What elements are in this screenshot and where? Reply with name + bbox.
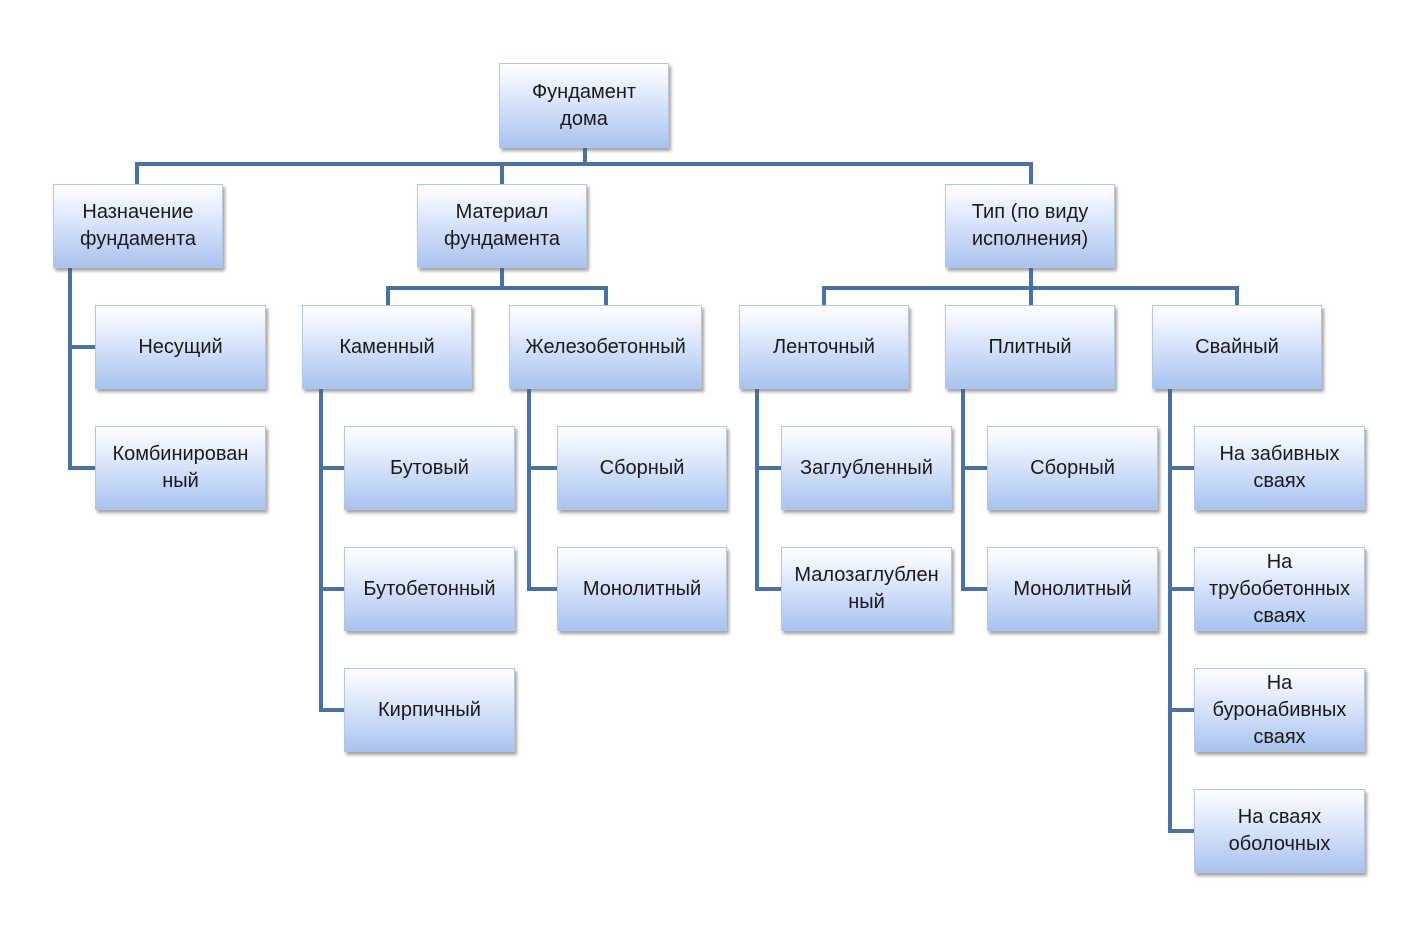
node-combined: Комбинирован ный bbox=[95, 426, 266, 510]
node-strip-shallow: Малозаглублен ный bbox=[781, 547, 952, 631]
node-pile-pipe-concrete: На трубобетонных сваях bbox=[1194, 547, 1365, 631]
node-pile: Свайный bbox=[1152, 305, 1322, 389]
connector-material-bus bbox=[386, 266, 608, 307]
node-slab-monolithic: Монолитный bbox=[987, 547, 1158, 631]
connector-slab bbox=[961, 388, 989, 591]
connector-root-bus bbox=[135, 146, 1033, 186]
node-material: Материал фундамента bbox=[417, 184, 587, 268]
node-strip: Ленточный bbox=[739, 305, 909, 389]
node-rubble: Бутовый bbox=[344, 426, 515, 510]
node-slab: Плитный bbox=[945, 305, 1115, 389]
connector-type-bus bbox=[822, 266, 1239, 307]
connector-rc bbox=[527, 388, 559, 591]
node-strip-deep: Заглубленный bbox=[781, 426, 952, 510]
connector-strip bbox=[755, 388, 783, 591]
node-slab-prefab: Сборный bbox=[987, 426, 1158, 510]
node-purpose: Назначение фундамента bbox=[53, 184, 223, 268]
node-rc-prefab: Сборный bbox=[557, 426, 727, 510]
connector-purpose bbox=[68, 266, 97, 470]
node-brick: Кирпичный bbox=[344, 668, 515, 752]
connector-pile bbox=[1168, 388, 1196, 833]
connector-stone bbox=[319, 388, 346, 712]
node-rubble-concrete: Бутобетонный bbox=[344, 547, 515, 631]
node-type: Тип (по виду исполнения) bbox=[945, 184, 1115, 268]
node-reinforced-concrete: Железобетонный bbox=[509, 305, 702, 389]
node-pile-driven: На забивных сваях bbox=[1194, 426, 1365, 510]
node-stone: Каменный bbox=[302, 305, 472, 389]
node-pile-shell: На сваях оболочных bbox=[1194, 789, 1365, 873]
node-pile-bored: На буронабивных сваях bbox=[1194, 668, 1365, 752]
node-root: Фундамент дома bbox=[499, 63, 669, 148]
node-bearing: Несущий bbox=[95, 305, 266, 389]
node-rc-monolithic: Монолитный bbox=[557, 547, 727, 631]
